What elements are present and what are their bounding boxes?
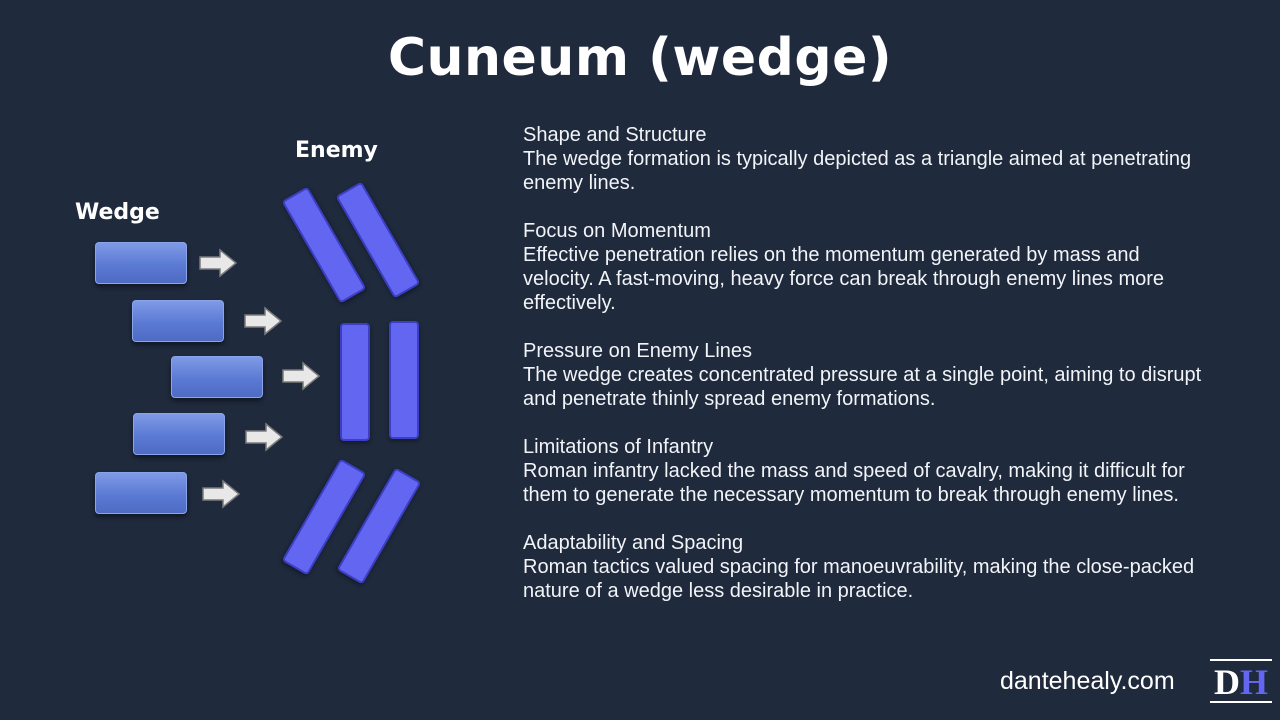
wedge-diagram: Wedge Enemy: [0, 0, 500, 720]
section-body: The wedge formation is typically depicte…: [523, 148, 1192, 194]
section-limitations-infantry: Limitations of Infantry Roman infantry l…: [523, 435, 1213, 507]
slide-title: Cuneum (wedge): [387, 28, 893, 88]
section-heading: Adaptability and Spacing: [523, 532, 744, 554]
section-heading: Shape and Structure: [523, 124, 707, 146]
wedge-block: [95, 242, 187, 284]
dh-logo: DH: [1210, 659, 1272, 703]
content-panel: Shape and Structure The wedge formation …: [523, 123, 1213, 627]
section-body: Roman tactics valued spacing for manoeuv…: [523, 556, 1195, 602]
wedge-block: [133, 413, 225, 455]
logo-letter-h: H: [1239, 662, 1268, 702]
section-heading: Focus on Momentum: [523, 220, 711, 242]
logo-bottom-bar: [1210, 701, 1272, 703]
wedge-block: [171, 356, 263, 398]
arrow-right-icon: [244, 306, 283, 336]
arrow-right-icon: [245, 422, 284, 452]
website-link[interactable]: dantehealy.com: [1000, 667, 1175, 695]
logo-letter-d: D: [1213, 662, 1240, 702]
arrow-right-icon: [282, 361, 321, 391]
enemy-label: Enemy: [295, 138, 378, 163]
logo-top-bar: [1210, 659, 1272, 661]
logo-letters: DH: [1210, 663, 1272, 701]
arrow-right-icon: [202, 479, 241, 509]
section-heading: Limitations of Infantry: [523, 436, 714, 458]
section-body: The wedge creates concentrated pressure …: [523, 364, 1202, 410]
section-heading: Pressure on Enemy Lines: [523, 340, 753, 362]
arrow-right-icon: [199, 248, 238, 278]
section-pressure-enemy-lines: Pressure on Enemy Lines The wedge create…: [523, 339, 1213, 411]
section-body: Roman infantry lacked the mass and speed…: [523, 460, 1185, 506]
wedge-block: [132, 300, 224, 342]
enemy-unit: [340, 323, 370, 441]
wedge-block: [95, 472, 187, 514]
section-focus-momentum: Focus on Momentum Effective penetration …: [523, 219, 1213, 315]
enemy-unit: [389, 321, 419, 439]
section-body: Effective penetration relies on the mome…: [523, 244, 1165, 314]
section-shape-structure: Shape and Structure The wedge formation …: [523, 123, 1213, 195]
wedge-label: Wedge: [75, 200, 160, 225]
section-adaptability-spacing: Adaptability and Spacing Roman tactics v…: [523, 531, 1213, 603]
